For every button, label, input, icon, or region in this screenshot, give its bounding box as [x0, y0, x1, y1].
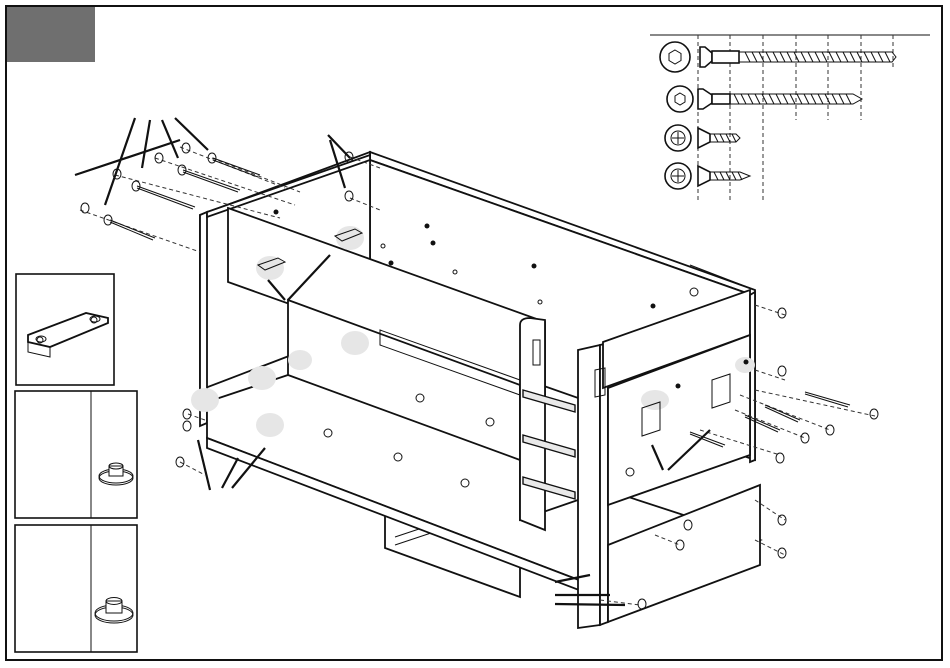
phillips-head-icon — [665, 163, 691, 189]
short-wood-screw — [698, 128, 740, 148]
hex-socket-icon — [660, 42, 690, 72]
furniture-assembly — [191, 152, 760, 628]
detail-inset-cam-2 — [15, 525, 137, 652]
right-front-post — [578, 345, 600, 628]
detail-inset-cam-1 — [15, 391, 137, 518]
phillips-head-icon — [665, 125, 691, 151]
connector-bolt — [698, 89, 862, 109]
long-connector-bolt — [700, 47, 896, 67]
detail-inset-bracket — [16, 274, 114, 385]
short-pointed-wood-screw — [698, 166, 750, 186]
hex-socket-icon — [667, 86, 693, 112]
hardware-legend — [650, 35, 930, 200]
